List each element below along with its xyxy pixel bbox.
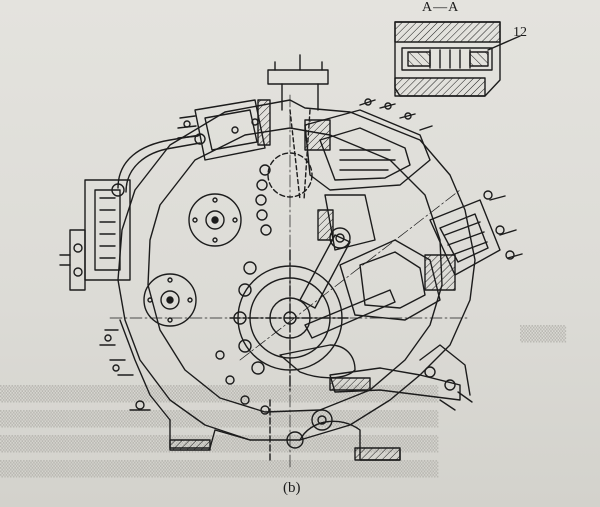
section-label: A—A xyxy=(422,0,460,15)
bleed-through-text: ▒▒▒▒▒▒▒▒▒▒▒▒▒▒▒▒▒▒▒▒▒▒▒▒▒▒▒▒▒▒▒▒▒▒▒▒▒▒ xyxy=(0,460,439,478)
left-cylinder-head xyxy=(59,133,206,291)
lower-right-manifold xyxy=(329,344,473,411)
figure-caption: (b) xyxy=(283,480,301,496)
top-cylinder-head xyxy=(177,54,329,201)
lower-left-flange xyxy=(99,319,171,421)
compressor-housing xyxy=(117,99,476,441)
upper-bore-bolt-ring xyxy=(255,152,313,236)
upper-right-cylinder xyxy=(304,98,433,251)
bleed-through-text: ▒▒▒▒ xyxy=(520,325,567,343)
bleed-through-text: ▒▒▒▒▒▒▒▒▒▒▒▒▒▒▒▒▒▒▒▒▒▒▒▒▒▒▒▒▒▒▒▒▒▒▒▒▒▒ xyxy=(0,435,439,453)
section-a-a-detail xyxy=(394,21,521,97)
upper-left-end-cover xyxy=(188,193,242,247)
connecting-rods xyxy=(279,227,396,379)
periphery-bolts xyxy=(215,118,270,415)
callout-number: 12 xyxy=(513,25,527,40)
bleed-through-text: ▒▒▒▒▒▒▒▒▒▒▒▒▒▒▒▒▒▒▒▒▒▒▒▒▒▒▒▒▒▒▒▒▒▒▒▒▒▒ xyxy=(0,385,439,403)
bleed-through-text: ▒▒▒▒▒▒▒▒▒▒▒▒▒▒▒▒▒▒▒▒▒▒▒▒▒▒▒▒▒▒▒▒▒▒▒▒▒▒ xyxy=(0,410,439,428)
center-lines xyxy=(109,94,471,471)
base-feet xyxy=(169,399,401,461)
right-cylinder xyxy=(339,190,523,321)
